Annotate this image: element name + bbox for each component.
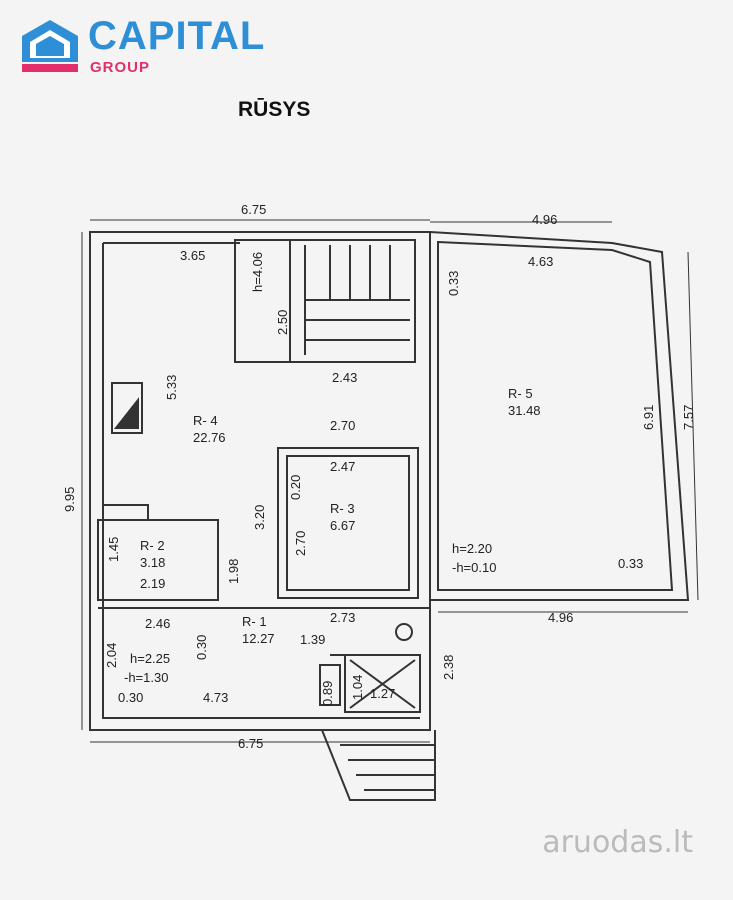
dim-r2-right: 1.98 bbox=[226, 559, 241, 584]
r5-label: R- 5 bbox=[508, 386, 533, 401]
chimney-icon bbox=[113, 397, 139, 429]
r5-minus-height: -h=0.10 bbox=[452, 560, 496, 575]
brand-name: CAPITAL bbox=[88, 14, 266, 58]
brand-sub: GROUP bbox=[90, 59, 151, 76]
r2-area: 3.18 bbox=[140, 555, 165, 570]
page-title: RŪSYS bbox=[238, 98, 311, 121]
dim-r2-left: 1.45 bbox=[106, 537, 121, 562]
stair-box bbox=[289, 239, 416, 363]
r1-minus-height: -h=1.30 bbox=[124, 670, 168, 685]
dim-hall-h: h=4.06 bbox=[250, 252, 265, 292]
dim-r3-wall: 0.20 bbox=[288, 475, 303, 500]
wc-icon bbox=[395, 623, 413, 641]
logo bbox=[20, 18, 270, 80]
logo-house-icon bbox=[22, 20, 78, 72]
dim-stair-bottom: 2.43 bbox=[332, 370, 357, 385]
inner-wall bbox=[102, 242, 420, 719]
dim-left-height: 9.95 bbox=[62, 487, 77, 512]
stairs-icon bbox=[304, 245, 410, 355]
dim-hall-w: 2.50 bbox=[275, 310, 290, 335]
dim-r1-left-top: 2.46 bbox=[145, 616, 170, 631]
r5-outer-wall bbox=[429, 231, 690, 601]
dim-bottom-width: 6.75 bbox=[238, 736, 263, 751]
outer-wall bbox=[89, 231, 431, 731]
dim-wc-w: 0.89 bbox=[320, 681, 335, 706]
dim-r5-bottom: 4.96 bbox=[548, 610, 573, 625]
dim-r3-top: 2.47 bbox=[330, 459, 355, 474]
dim-r3-left: 2.70 bbox=[293, 531, 308, 556]
dim-r1-wall: 0.30 bbox=[194, 635, 209, 660]
r3-area: 6.67 bbox=[330, 518, 355, 533]
watermark: aruodas.lt bbox=[542, 825, 693, 860]
dim-r4-top: 3.65 bbox=[180, 248, 205, 263]
dim-shower: 1.27 bbox=[370, 686, 395, 701]
r4-label: R- 4 bbox=[193, 413, 218, 428]
r1-label: R- 1 bbox=[242, 614, 267, 629]
r1-area: 12.27 bbox=[242, 631, 275, 646]
shower-icon bbox=[349, 659, 416, 709]
r3-label: R- 3 bbox=[330, 501, 355, 516]
dim-wc-h: 1.04 bbox=[350, 675, 365, 700]
dim-r4-left: 5.33 bbox=[164, 375, 179, 400]
r3-wall bbox=[277, 447, 419, 599]
dim-r1-top: 2.73 bbox=[330, 610, 355, 625]
r2-label: R- 2 bbox=[140, 538, 165, 553]
dim-top-width: 6.75 bbox=[241, 202, 266, 217]
dim-r5-right-outer: 7.57 bbox=[681, 405, 696, 430]
dim-r5-wall-bottom: 0.33 bbox=[618, 556, 643, 571]
dim-r1-left: 2.04 bbox=[104, 643, 119, 668]
dimension-lines bbox=[81, 219, 699, 743]
dim-r1-mid: 1.39 bbox=[300, 632, 325, 647]
dim-r1-bottom: 4.73 bbox=[203, 690, 228, 705]
dim-r3-top-outer: 2.70 bbox=[330, 418, 355, 433]
dim-r1-bottom-small: 0.30 bbox=[118, 690, 143, 705]
r1-height: h=2.25 bbox=[130, 651, 170, 666]
r3-inner-wall bbox=[286, 455, 410, 591]
dim-r5-wall-top: 0.33 bbox=[446, 271, 461, 296]
dim-r5-top: 4.96 bbox=[532, 212, 557, 227]
r5-inner-wall bbox=[437, 240, 674, 591]
dim-r2-bottom: 2.19 bbox=[140, 576, 165, 591]
r5-height: h=2.20 bbox=[452, 541, 492, 556]
r5-area: 31.48 bbox=[508, 403, 541, 418]
chimney bbox=[111, 382, 143, 434]
dim-r5-inner-top: 4.63 bbox=[528, 254, 553, 269]
dim-r3-outer-left: 3.20 bbox=[252, 505, 267, 530]
r4-area: 22.76 bbox=[193, 430, 226, 445]
r1-wall bbox=[98, 607, 430, 713]
dim-r5-right-inner: 6.91 bbox=[641, 405, 656, 430]
dim-right-low: 2.38 bbox=[441, 655, 456, 680]
entrance-stairs-icon bbox=[321, 729, 436, 801]
r2-wall bbox=[97, 519, 219, 601]
